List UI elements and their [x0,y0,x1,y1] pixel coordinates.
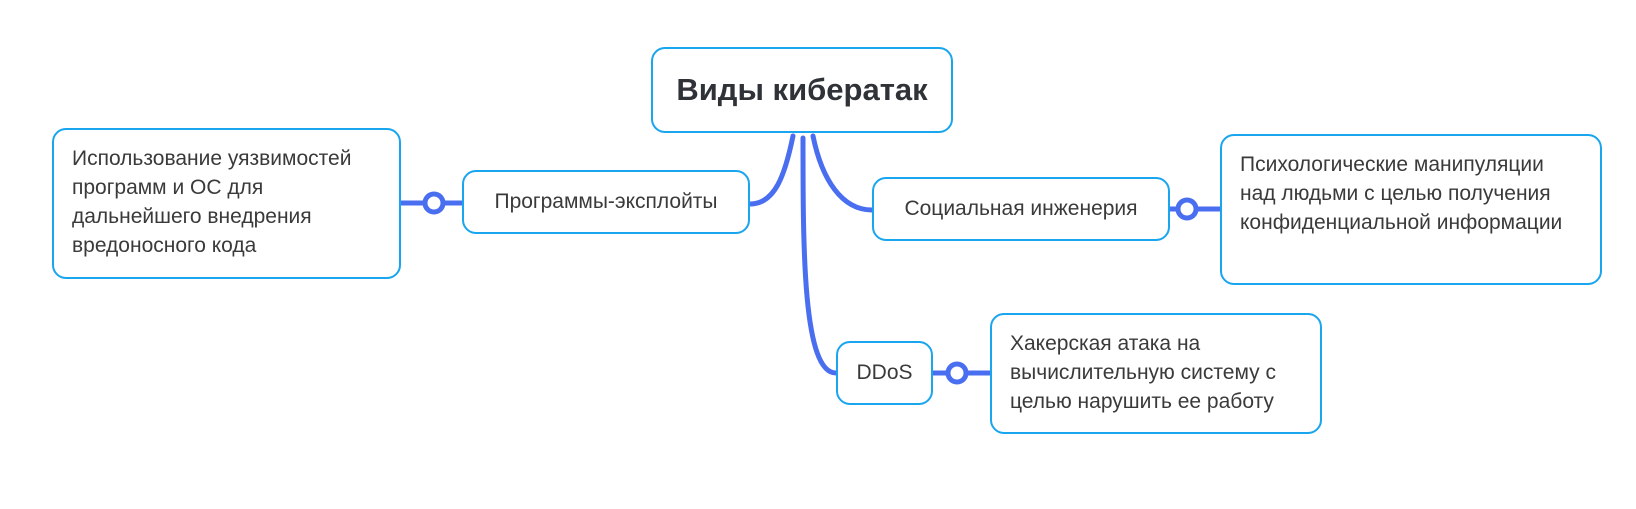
topic-exploits[interactable]: Программы-эксплойты [462,170,750,234]
connector-root-ddos [800,135,839,376]
topic-social-engineering[interactable]: Социальная инженерия [872,177,1170,241]
subtopic-exploits-detail[interactable]: Использование уязвимостей программ и ОС … [52,128,401,279]
subtopic-social-detail-text: Психологические манипуляции над людьми с… [1240,153,1563,234]
subtopic-social-detail[interactable]: Психологические манипуляции над людьми с… [1220,134,1602,285]
collapse-knob-social[interactable] [1175,197,1199,221]
root-topic-label: Виды кибератак [676,72,928,107]
collapse-knob-ddos[interactable] [945,361,969,385]
topic-social-engineering-label: Социальная инженерия [904,197,1138,220]
subtopic-ddos-detail-text: Хакерская атака на вычислительную систем… [1010,332,1276,413]
subtopic-exploits-detail-text: Использование уязвимостей программ и ОС … [72,147,352,257]
subtopic-ddos-detail[interactable]: Хакерская атака на вычислительную систем… [990,313,1322,434]
connector-root-social [810,133,875,213]
topic-ddos[interactable]: DDoS [836,341,933,405]
topic-ddos-label: DDoS [856,361,913,384]
connector-root-exploits [747,133,796,207]
collapse-knob-exploits[interactable] [422,191,446,215]
topic-exploits-label: Программы-эксплойты [494,190,718,213]
root-topic[interactable]: Виды кибератак [651,47,953,133]
